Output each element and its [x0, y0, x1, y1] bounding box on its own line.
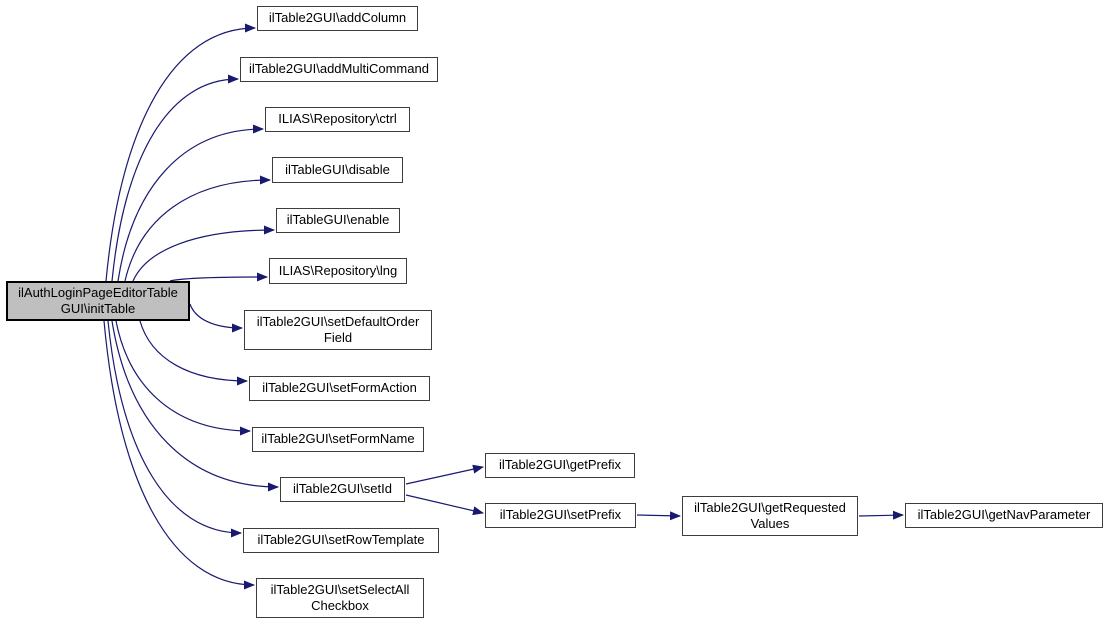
node-setFormName[interactable]: ilTable2GUI\setFormName	[252, 427, 424, 452]
node-setId[interactable]: ilTable2GUI\setId	[280, 477, 405, 502]
edge-setPrefix-to-getRequestedValues	[636, 511, 681, 521]
edge-initTable-to-setFormName	[115, 320, 251, 436]
edge-initTable-to-enable	[132, 225, 275, 282]
edge-initTable-to-setSelectAllCheckbox	[103, 320, 255, 590]
node-getPrefix[interactable]: ilTable2GUI\getPrefix	[485, 453, 635, 478]
node-setFormAction[interactable]: ilTable2GUI\setFormAction	[249, 376, 430, 401]
edge-initTable-to-lng	[169, 272, 268, 282]
node-ctrl[interactable]: ILIAS\Repository\ctrl	[265, 107, 410, 132]
node-setPrefix[interactable]: ilTable2GUI\setPrefix	[485, 503, 636, 528]
edge-setId-to-getPrefix	[405, 464, 484, 485]
node-setDefaultOrderField[interactable]: ilTable2GUI\setDefaultOrder Field	[244, 310, 432, 350]
edge-initTable-to-addMultiCommand	[111, 74, 239, 282]
main-node-initTable: ilAuthLoginPageEditorTable GUI\initTable	[6, 281, 190, 321]
edge-initTable-to-ctrl	[117, 124, 264, 282]
edge-initTable-to-setRowTemplate	[107, 320, 242, 538]
edge-getRequestedValues-to-getNavParameter	[858, 510, 904, 520]
edge-initTable-to-disable	[124, 175, 271, 282]
edge-initTable-to-addColumn	[105, 23, 256, 282]
edge-setId-to-setPrefix	[405, 494, 484, 516]
node-getRequestedValues[interactable]: ilTable2GUI\getRequested Values	[682, 496, 858, 536]
edge-initTable-to-setDefaultOrderField	[189, 303, 243, 333]
edge-initTable-to-setId	[111, 320, 279, 492]
node-disable[interactable]: ilTableGUI\disable	[272, 157, 403, 183]
node-setRowTemplate[interactable]: ilTable2GUI\setRowTemplate	[243, 528, 439, 553]
edge-initTable-to-setFormAction	[139, 320, 248, 386]
node-lng[interactable]: ILIAS\Repository\lng	[269, 258, 407, 284]
node-addColumn[interactable]: ilTable2GUI\addColumn	[257, 6, 418, 31]
node-setSelectAllCheckbox[interactable]: ilTable2GUI\setSelectAll Checkbox	[256, 578, 424, 618]
node-addMultiCommand[interactable]: ilTable2GUI\addMultiCommand	[240, 57, 438, 82]
node-getNavParameter[interactable]: ilTable2GUI\getNavParameter	[905, 503, 1103, 528]
node-enable[interactable]: ilTableGUI\enable	[276, 208, 400, 233]
